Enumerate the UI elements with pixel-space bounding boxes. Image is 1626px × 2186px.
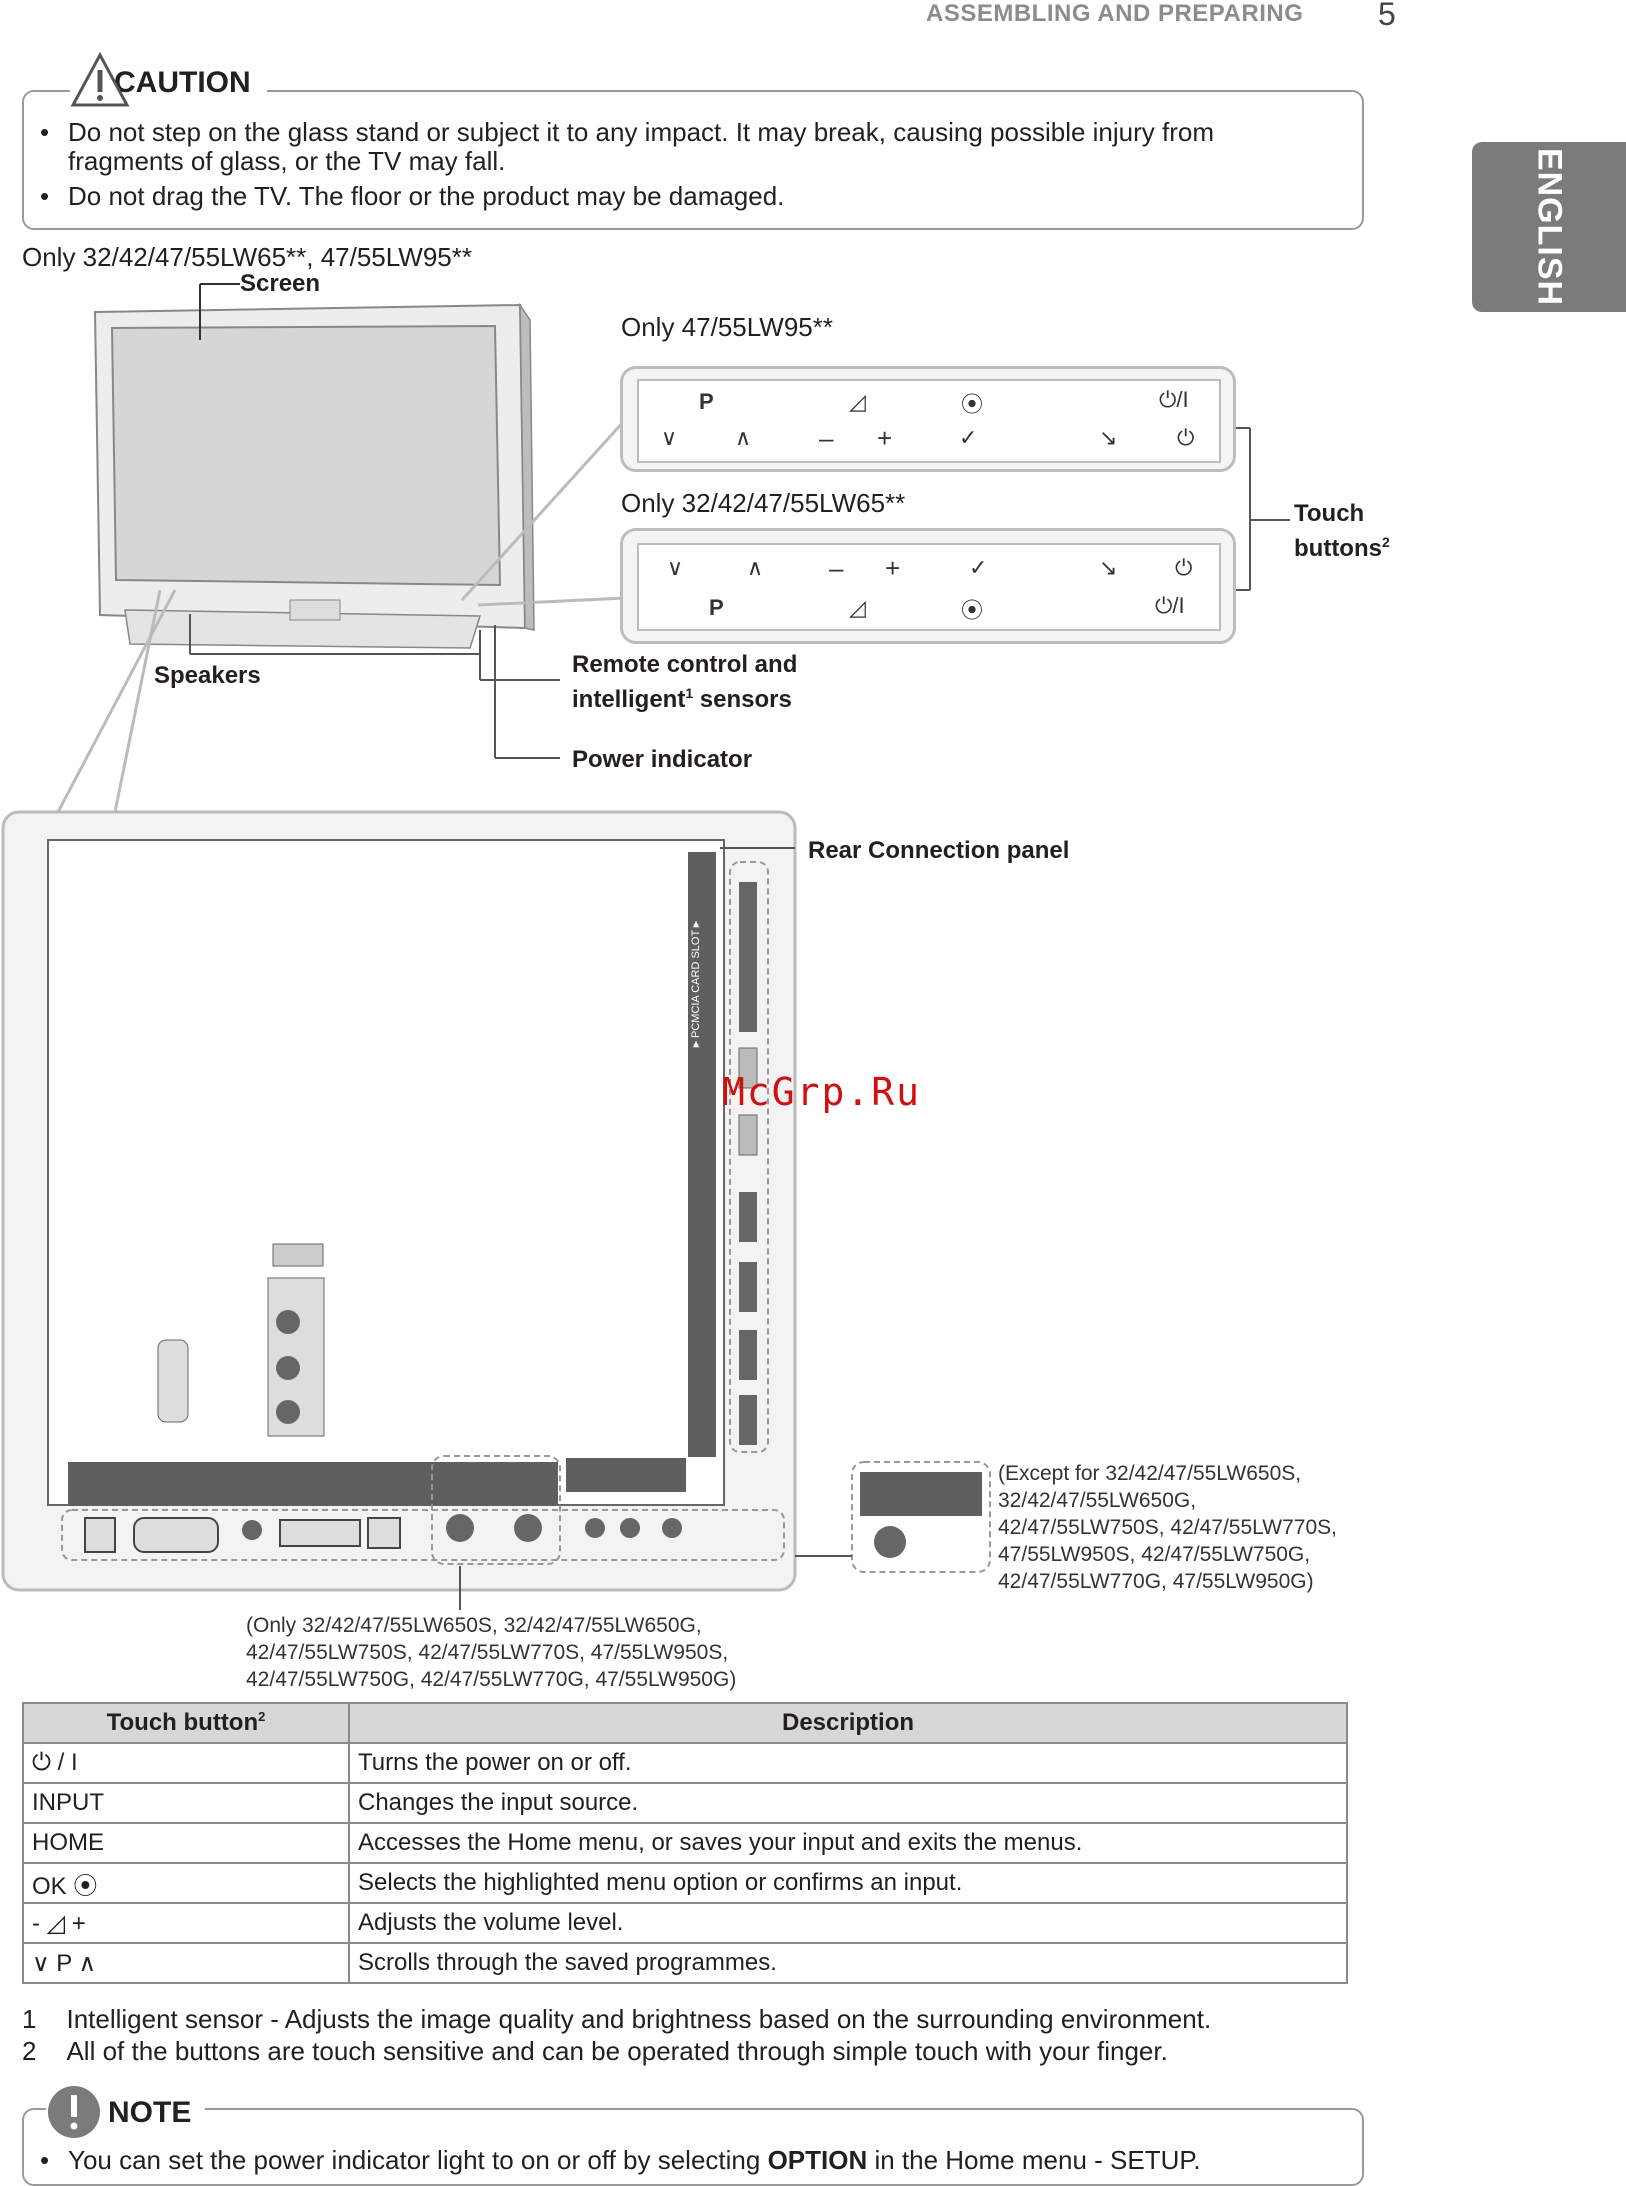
caution-heading: CAUTION [70, 52, 267, 107]
ok-icon[interactable]: ⦿ [961, 598, 984, 623]
language-tab: ENGLISH [1472, 142, 1626, 312]
touch-panel-face: P ◿ ⦿ ⏻/I ∨ ∧ – + ✓ ↘ ⏻ [637, 379, 1221, 463]
footnote-number: 1 [22, 2004, 37, 2034]
header-text: Touch button [106, 1709, 259, 1736]
power-icon[interactable]: ⏻ [1177, 425, 1195, 450]
caution-item: •Do not step on the glass stand or subje… [40, 118, 1330, 176]
rear-panel-label: Rear Connection panel [808, 837, 1070, 864]
button-cell: INPUT [22, 1782, 350, 1824]
note-box [22, 2108, 1364, 2186]
remote-sensor-label: Remote control and intelligent1 sensors [572, 650, 842, 714]
chevron-down-icon[interactable]: ∨ [667, 555, 684, 580]
tv-diagram [1, 283, 1290, 1610]
table-row: OK ⦿Selects the highlighted menu option … [22, 1862, 1348, 1904]
footnote-text: All of the buttons are touch sensitive a… [66, 2036, 1168, 2066]
button-cell: ⏻ / I [22, 1742, 350, 1784]
footnote-text: Intelligent sensor - Adjusts the image q… [66, 2004, 1212, 2034]
footnote: 2 All of the buttons are touch sensitive … [22, 2036, 1168, 2067]
power-icon[interactable]: ⏻ [1175, 555, 1193, 580]
table-header: Description [348, 1702, 1348, 1744]
description-cell: Adjusts the volume level. [348, 1902, 1348, 1944]
remote-sensor-text: Remote control and intelligent [572, 651, 798, 713]
table-header-row: Touch button2 Description [22, 1702, 1348, 1744]
header-sup: 2 [258, 1709, 266, 1724]
caution-item: •Do not drag the TV. The floor or the pr… [40, 182, 1330, 211]
remote-sensor-tail: sensors [693, 686, 792, 713]
minus-icon[interactable]: – [819, 423, 834, 453]
touch-buttons-sup: 2 [1381, 534, 1390, 550]
speakers-label: Speakers [154, 662, 261, 689]
volume-icon[interactable]: ◿ [849, 595, 866, 620]
program-icon[interactable]: P [709, 595, 724, 620]
language-tab-label: ENGLISH [1530, 147, 1569, 307]
touch-panel-lw65: ∨ ∧ – + ✓ ↘ ⏻ P ◿ ⦿ ⏻/I [620, 528, 1236, 644]
description-cell: Accesses the Home menu, or saves your in… [348, 1822, 1348, 1864]
note-bold: OPTION [767, 2145, 868, 2175]
caution-item-text: Do not drag the TV. The floor or the pro… [68, 181, 785, 211]
table-row: ∨ P ∧Scrolls through the saved programme… [22, 1942, 1348, 1984]
chevron-up-icon[interactable]: ∧ [735, 425, 752, 450]
touch-panel-lw95: P ◿ ⦿ ⏻/I ∨ ∧ – + ✓ ↘ ⏻ [620, 366, 1236, 472]
chevron-up-icon[interactable]: ∧ [747, 555, 764, 580]
button-cell: HOME [22, 1822, 350, 1864]
page-number: 5 [1378, 0, 1396, 32]
note-title: NOTE [108, 2096, 192, 2129]
input-icon[interactable]: ↘ [1099, 555, 1118, 580]
button-cell: OK ⦿ [22, 1862, 350, 1904]
input-icon[interactable]: ↘ [1099, 425, 1118, 450]
warning-icon [70, 52, 130, 107]
caution-item-text: Do not step on the glass stand or subjec… [68, 117, 1215, 176]
check-icon[interactable]: ✓ [959, 425, 978, 450]
footnote-number: 2 [22, 2036, 37, 2066]
screen-label: Screen [240, 270, 321, 297]
only-models-note: (Only 32/42/47/55LW650S, 32/42/47/55LW65… [246, 1614, 737, 1691]
button-cell: - ◿ + [22, 1902, 350, 1944]
volume-icon[interactable]: ◿ [849, 389, 866, 414]
table-header: Touch button2 [22, 1702, 350, 1744]
plus-icon[interactable]: + [877, 423, 893, 453]
caution-title: CAUTION [114, 66, 251, 99]
note-pre: You can set the power indicator light to… [68, 2145, 768, 2175]
section-header: ASSEMBLING AND PREPARING [926, 0, 1304, 27]
touch-buttons-label: Touch buttons2 [1294, 500, 1424, 563]
program-icon[interactable]: P [699, 389, 714, 414]
power-icon[interactable]: ⏻/I [1155, 593, 1185, 618]
minus-icon[interactable]: – [829, 553, 844, 583]
chevron-down-icon[interactable]: ∨ [661, 425, 678, 450]
table-row: - ◿ +Adjusts the volume level. [22, 1902, 1348, 1944]
footnote: 1 Intelligent sensor - Adjusts the image … [22, 2004, 1211, 2035]
panel-bottom-title: Only 32/42/47/55LW65** [621, 488, 906, 518]
ok-icon[interactable]: ⦿ [961, 392, 984, 417]
note-item: • You can set the power indicator light … [40, 2146, 1350, 2175]
description-cell: Turns the power on or off. [348, 1742, 1348, 1784]
description-cell: Selects the highlighted menu option or c… [348, 1862, 1348, 1904]
exclamation-icon [48, 2086, 100, 2138]
note-post: in the Home menu - SETUP. [867, 2145, 1201, 2175]
description-cell: Changes the input source. [348, 1782, 1348, 1824]
watermark: McGrp.Ru [722, 1070, 922, 1114]
power-indicator-label: Power indicator [572, 746, 753, 773]
description-cell: Scrolls through the saved programmes. [348, 1942, 1348, 1984]
touch-buttons-text: Touch buttons [1294, 500, 1382, 562]
note-item-text: You can set the power indicator light to… [68, 2146, 1350, 2175]
check-icon[interactable]: ✓ [969, 555, 988, 580]
note-heading: NOTE [46, 2086, 206, 2138]
button-cell: ∨ P ∧ [22, 1942, 350, 1984]
plus-icon[interactable]: + [885, 553, 901, 583]
touch-panel-face: ∨ ∧ – + ✓ ↘ ⏻ P ◿ ⦿ ⏻/I [637, 543, 1221, 631]
power-icon[interactable]: ⏻/I [1159, 387, 1189, 412]
except-models-note: (Except for 32/42/47/55LW650S, 32/42/47/… [998, 1462, 1337, 1593]
pcmcia-label: ▼PCMCIA CARD SLOT▼ [690, 917, 702, 1050]
caution-box [22, 90, 1364, 230]
panel-top-title: Only 47/55LW95** [621, 312, 833, 342]
remote-sensor-sup: 1 [685, 685, 694, 701]
models-line: Only 32/42/47/55LW65**, 47/55LW95** [22, 242, 472, 272]
